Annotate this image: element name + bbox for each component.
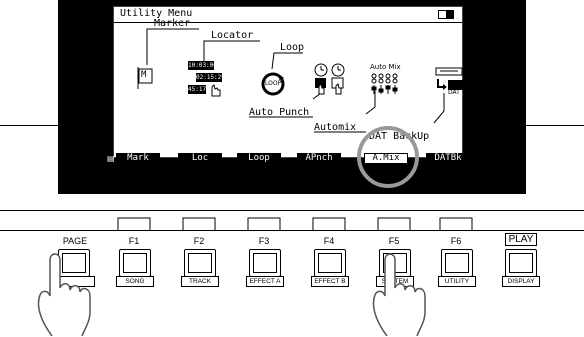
f3-sublabel: EFFECT A — [246, 276, 284, 287]
pointing-hand-icon-left — [30, 250, 100, 336]
f6-label: F6 — [441, 236, 471, 246]
page-indicator-icon: ▤ — [107, 154, 115, 163]
f3-button[interactable] — [249, 249, 281, 277]
softkey-datbk[interactable]: DATBk — [426, 153, 470, 164]
highlight-circle — [355, 124, 425, 194]
page-label: PAGE — [55, 236, 95, 246]
auto-punch-label: Auto Punch — [249, 107, 309, 118]
f4-label: F4 — [314, 236, 344, 246]
play-label: PLAY — [505, 233, 537, 246]
automix-label: Automix — [314, 122, 356, 133]
softkey-loc[interactable]: Loc — [178, 153, 222, 164]
auto-punch-icon — [313, 62, 349, 96]
play-display-button[interactable] — [505, 249, 537, 277]
f2-sublabel: TRACK — [181, 276, 219, 287]
locator-icon: 10:03:00 02:15:29 45:17 — [188, 61, 232, 101]
softkey-loop[interactable]: Loop — [237, 153, 281, 164]
automix-fader-icon — [370, 73, 400, 95]
f6-button[interactable] — [441, 249, 473, 277]
dat-backup-icon: DAT — [434, 67, 466, 97]
softkey-apnch[interactable]: APnch — [297, 153, 341, 164]
f5-label: F5 — [379, 236, 409, 246]
display-sublabel: DISPLAY — [502, 276, 540, 287]
f2-button[interactable] — [184, 249, 216, 277]
f6-sublabel: UTILITY — [438, 276, 476, 287]
f1-sublabel: SONG — [116, 276, 154, 287]
pointing-hand-icon-right — [365, 250, 435, 336]
f2-label: F2 — [184, 236, 214, 246]
softkey-mark[interactable]: Mark — [116, 153, 160, 164]
f4-button[interactable] — [314, 249, 346, 277]
automix-small-label: Auto Mix — [370, 63, 401, 71]
marker-label: Marker — [154, 18, 190, 29]
locator-label: Locator — [211, 30, 253, 41]
marker-icon: M — [137, 67, 155, 85]
loop-icon: LOOP — [260, 71, 286, 97]
loop-label: Loop — [280, 42, 304, 53]
f4-sublabel: EFFECT B — [311, 276, 349, 287]
f3-label: F3 — [249, 236, 279, 246]
f1-button[interactable] — [119, 249, 151, 277]
f1-label: F1 — [119, 236, 149, 246]
